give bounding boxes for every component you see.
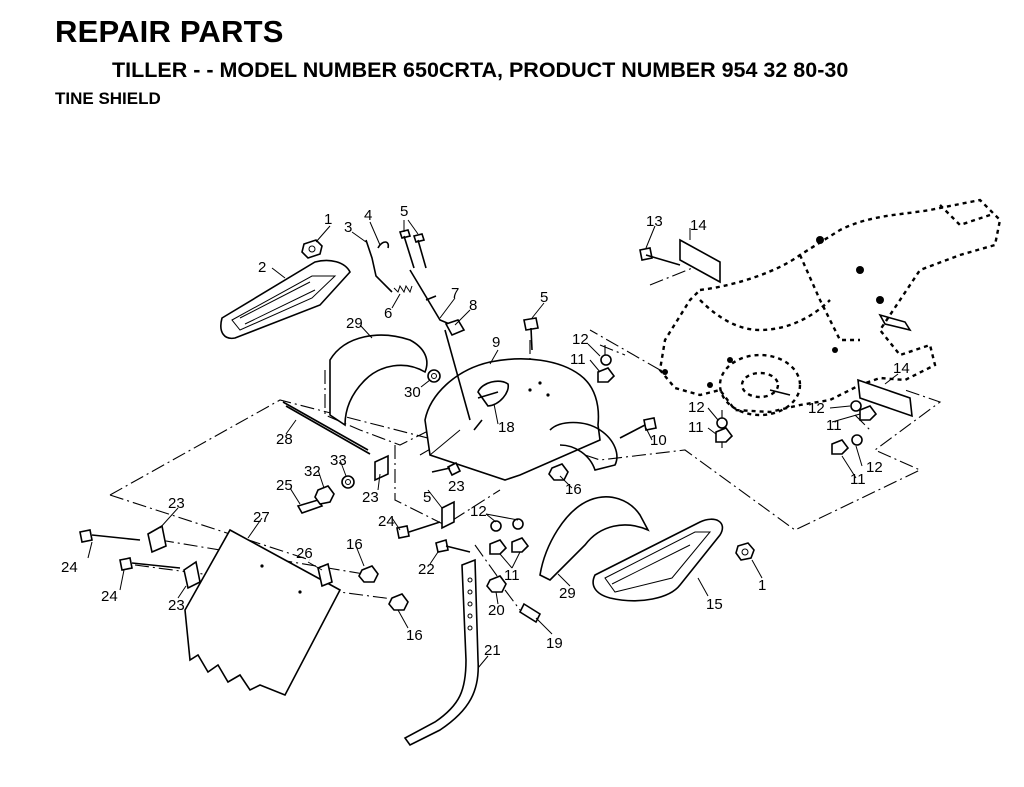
callout-30: 30 [404, 384, 421, 401]
leader-lines [87, 219, 899, 669]
page-title: REPAIR PARTS [55, 14, 284, 49]
part-2-left-cover [220, 259, 351, 340]
section-heading: TINE SHIELD [55, 89, 161, 108]
part-28-rod [282, 401, 371, 455]
callout-19: 19 [546, 635, 563, 652]
callout-13: 13 [646, 213, 663, 230]
callout-33: 33 [330, 452, 347, 469]
part-29-left-side-panel [329, 334, 428, 427]
parts-11-12-hardware [489, 354, 878, 555]
callout-23: 23 [168, 495, 185, 512]
part-13-bolt [639, 247, 681, 266]
callout-12: 12 [808, 400, 825, 417]
part-9-main-shield [424, 329, 618, 481]
callout-6: 6 [384, 305, 392, 322]
callout-11: 11 [570, 351, 586, 368]
callout-12: 12 [572, 331, 589, 348]
page-subtitle: TILLER - - MODEL NUMBER 650CRTA, PRODUCT… [112, 58, 849, 82]
callout-16: 16 [565, 481, 582, 498]
part-4-clip [377, 241, 390, 249]
callout-24: 24 [378, 513, 395, 530]
callout-12: 12 [470, 503, 487, 520]
callout-11: 11 [826, 417, 842, 434]
callout-4: 4 [364, 207, 372, 224]
callout-29: 29 [559, 585, 576, 602]
part-20-nut [486, 575, 507, 593]
part-3-rod [365, 239, 393, 293]
callout-23: 23 [362, 489, 379, 506]
callout-11: 11 [850, 471, 866, 488]
callout-15: 15 [706, 596, 723, 613]
part-5-bolts-top [398, 229, 427, 269]
callout-1: 1 [324, 211, 332, 228]
callout-2: 2 [258, 259, 266, 276]
callout-14: 14 [893, 360, 910, 377]
part-1-nut-bottom [735, 542, 755, 561]
callout-7: 7 [451, 285, 459, 302]
part-22-bolt [435, 538, 471, 553]
part-10-bolt [619, 417, 657, 439]
callout-1: 1 [758, 577, 766, 594]
callout-20: 20 [488, 602, 505, 619]
part-33-washer [341, 475, 355, 489]
part-6-spring [393, 284, 413, 294]
part-21-depth-stake [403, 558, 480, 747]
part-29-right-side-panel [539, 496, 650, 581]
callout-5: 5 [540, 289, 548, 306]
callout-5: 5 [423, 489, 431, 506]
callout-27: 27 [253, 509, 270, 526]
part-30-washer [427, 369, 441, 383]
part-8-knob [444, 319, 466, 337]
callout-14: 14 [690, 217, 707, 234]
callout-23: 23 [448, 478, 465, 495]
callout-10: 10 [650, 432, 667, 449]
part-19-pin [518, 602, 542, 624]
callout-5: 5 [400, 203, 408, 220]
callout-12: 12 [688, 399, 705, 416]
callout-11: 11 [504, 567, 520, 584]
part-7-lever [409, 269, 453, 326]
part-14-brackets [679, 238, 913, 418]
part-1-nut-top [301, 239, 323, 259]
callout-23: 23 [168, 597, 185, 614]
part-32-nut [314, 485, 335, 505]
callout-21: 21 [484, 642, 501, 659]
callout-32: 32 [304, 463, 321, 480]
callout-29: 29 [346, 315, 363, 332]
callout-25: 25 [276, 477, 293, 494]
part-5-bolt-center [431, 317, 539, 477]
part-16-nuts [358, 463, 569, 611]
part-27-deflector [184, 528, 342, 697]
part-23-brackets [147, 454, 455, 590]
tiller-body-phantom [658, 198, 1002, 417]
callout-22: 22 [418, 561, 435, 578]
callout-18: 18 [498, 419, 515, 436]
callout-12: 12 [866, 459, 883, 476]
callout-labels: 1 2 3 4 5 6 7 8 9 5 29 30 13 14 12 11 12… [61, 203, 910, 659]
callout-16: 16 [346, 536, 363, 553]
callout-28: 28 [276, 431, 293, 448]
callout-24: 24 [101, 588, 118, 605]
callout-9: 9 [492, 334, 500, 351]
callout-11: 11 [688, 419, 704, 436]
callout-16: 16 [406, 627, 423, 644]
callout-26: 26 [296, 545, 313, 562]
part-15-right-cover [592, 518, 724, 602]
callout-24: 24 [61, 559, 78, 576]
part-24-bolts [79, 521, 441, 571]
part-25-bolt [296, 499, 324, 514]
callout-3: 3 [344, 219, 352, 236]
callout-8: 8 [469, 297, 477, 314]
